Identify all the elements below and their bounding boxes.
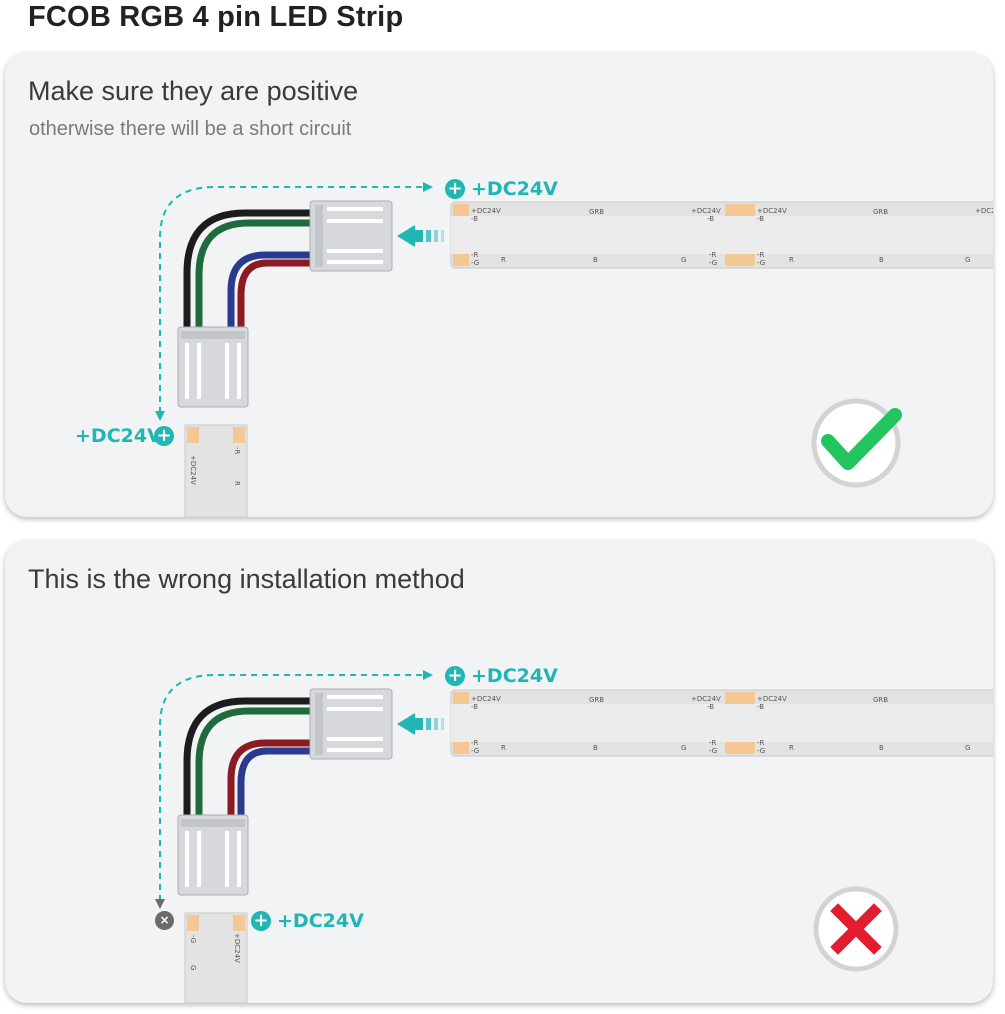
led-strip-vertical: +DC24V -R R (184, 424, 248, 517)
strip-marking: -B (471, 215, 478, 223)
strip-marking: +DC24V (189, 455, 197, 485)
led-strip-horizontal: +DC24V -B GRB +DC24V -B +DC24V -B GRB -R… (450, 689, 993, 757)
wire-bundle (183, 209, 310, 328)
insert-arrow-icon (397, 225, 444, 247)
wrong-installation-panel: This is the wrong installation method +D… (5, 541, 993, 1003)
connector-clip-vertical (177, 326, 249, 408)
strip-marking: -B (757, 215, 764, 223)
close-icon: × (155, 911, 174, 930)
polarity-arrow (159, 674, 423, 901)
plus-icon: + (445, 179, 465, 199)
strip-marking: -R (757, 251, 765, 259)
insert-arrow-icon (397, 713, 444, 735)
plus-icon: + (445, 666, 465, 686)
strip-marking: -G (757, 259, 765, 267)
strip-marking: GRB (873, 208, 888, 216)
strip-marking: -R (471, 739, 479, 747)
strip-marking: R (501, 744, 506, 752)
page-title: FCOB RGB 4 pin LED Strip (28, 1, 404, 33)
strip-marking: +DC24V (757, 695, 787, 703)
arrow-head-right (423, 670, 433, 680)
strip-marking: B (593, 744, 598, 752)
strip-marking: -G (471, 747, 479, 755)
strip-marking: -G (471, 259, 479, 267)
strip-marking: GRB (589, 208, 604, 216)
strip-marking: -G (709, 747, 717, 755)
strip-marking: +DC24V (691, 695, 721, 703)
strip-marking: GRB (589, 696, 604, 704)
wiring-illustration: +DC24V -B GRB +DC24V -B +DC24V -B GRB +D… (155, 182, 993, 517)
panel-heading: Make sure they are positive (28, 76, 359, 106)
wire-bundle (183, 697, 310, 816)
strip-marking: -G (189, 935, 197, 943)
wiring-illustration: +DC24V -B GRB +DC24V -B +DC24V -B GRB -R… (155, 670, 993, 1003)
strip-marking: +DC24V (233, 933, 241, 963)
panel-subheading: otherwise there will be a short circuit (29, 118, 352, 140)
strip-marking: -R (709, 251, 717, 259)
strip-marking: -R (233, 447, 241, 455)
strip-marking: -G (757, 747, 765, 755)
plus-icon: + (251, 911, 271, 931)
connector-polarity-label: +DC24V (277, 910, 364, 932)
strip-marking: -R (757, 739, 765, 747)
connector-clip-horizontal (309, 200, 393, 272)
arrow-head-down (155, 899, 165, 909)
connector-clip-vertical (177, 814, 249, 896)
strip-marking: +DC24V (757, 207, 787, 215)
strip-marking: +DC24V (471, 207, 501, 215)
led-strip-vertical: -G G +DC24V (184, 912, 248, 1003)
connector-polarity-label: +DC24V (75, 425, 162, 447)
connector-clip-horizontal (309, 688, 393, 760)
correct-installation-panel: Make sure they are positive otherwise th… (5, 53, 993, 517)
strip-marking: -R (709, 739, 717, 747)
strip-marking: G (681, 744, 686, 752)
cross-icon (813, 886, 899, 972)
strip-polarity-label: +DC24V (471, 665, 558, 687)
strip-marking: -G (709, 259, 717, 267)
strip-marking: R (233, 481, 241, 486)
strip-marking: +DC24V (691, 207, 721, 215)
strip-marking: -B (707, 703, 714, 711)
panel-heading: This is the wrong installation method (28, 564, 465, 594)
strip-marking: -R (471, 251, 479, 259)
strip-marking: +DC24V (471, 695, 501, 703)
strip-marking: G (681, 256, 686, 264)
check-icon (811, 398, 902, 488)
strip-marking: G (189, 965, 197, 970)
arrow-head-right (423, 182, 433, 192)
strip-marking: B (593, 256, 598, 264)
strip-marking: R (501, 256, 506, 264)
strip-marking: -B (707, 215, 714, 223)
polarity-arrow (159, 186, 423, 413)
strip-marking: G (965, 744, 970, 752)
arrow-head-down (155, 411, 165, 421)
plus-icon: + (154, 426, 174, 446)
strip-marking: R (789, 744, 794, 752)
strip-marking: R (789, 256, 794, 264)
strip-marking: -B (471, 703, 478, 711)
strip-marking: B (879, 256, 884, 264)
strip-marking: GRB (873, 696, 888, 704)
led-strip-horizontal: +DC24V -B GRB +DC24V -B +DC24V -B GRB +D… (450, 201, 993, 269)
strip-marking: G (965, 256, 970, 264)
strip-polarity-label: +DC24V (471, 178, 558, 200)
strip-marking: -B (757, 703, 764, 711)
strip-marking: +DC24V (975, 207, 993, 215)
strip-marking: B (879, 744, 884, 752)
